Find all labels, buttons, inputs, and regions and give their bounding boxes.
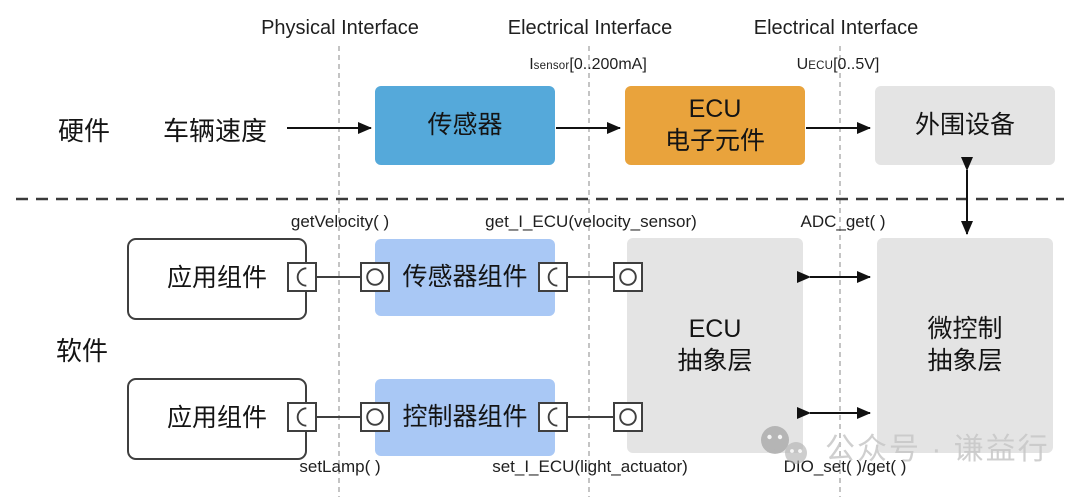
peripheral-device-box: 外围设备 [875,86,1055,165]
required-interface-port-icon [287,262,317,292]
signal-range: [0..200mA] [569,56,647,73]
api-adc-get: ADC_get( ) [800,212,886,231]
signal-subscript: sensor [533,60,570,72]
provided-interface-port-icon [360,262,390,292]
api-set-i-ecu: set_I_ECU(light_actuator) [492,457,688,476]
required-interface-port-icon [287,402,317,432]
ecu-box-label-line2: 电子元件 [664,126,765,155]
controller-component-label: 控制器组件 [402,402,528,431]
watermark: 公众号 · 谦益行 [755,424,1050,468]
sensor-component-box: 传感器组件 [375,239,555,316]
socket-icon [296,407,307,427]
controller-component-box: 控制器组件 [375,379,555,456]
sensor-box-label: 传感器 [427,110,503,139]
vehicle-speed-label: 车辆速度 [162,116,268,146]
signal-subscript: ECU [808,60,834,72]
api-get-i-ecu: get_I_ECU(velocity_sensor) [485,212,697,231]
socket-icon [296,267,307,287]
ecu-abstraction-layer-box: ECU 抽象层 [627,238,803,453]
header-electrical-interface-1: Electrical Interface [507,17,673,39]
provided-interface-port-icon [613,262,643,292]
required-interface-port-icon [538,402,568,432]
sensor-box: 传感器 [375,86,555,165]
peripheral-box-label: 外围设备 [914,110,1015,139]
app-component-box-bottom: 应用组件 [127,378,307,460]
signal-range: [0..5V] [833,56,880,73]
ball-icon [619,268,637,286]
hardware-layer-label: 硬件 [57,116,111,146]
socket-icon [547,267,558,287]
ecu-voltage-signal-label: UECU[0..5V] [797,56,880,74]
ball-icon [366,268,384,286]
signal-symbol: I [529,56,534,73]
app-component-top-label: 应用组件 [166,264,267,293]
signal-symbol: U [796,56,809,73]
mcu-abstraction-label-line1: 微控制 [927,315,1003,344]
required-interface-port-icon [538,262,568,292]
ecu-abstraction-label-line1: ECU [688,315,742,344]
mcu-abstraction-layer-box: 微控制 抽象层 [877,238,1053,453]
sensor-current-signal-label: Isensor[0..200mA] [529,56,647,74]
watermark-text: 公众号 · 谦益行 [825,433,1050,466]
provided-interface-port-icon [613,402,643,432]
ball-icon [619,408,637,426]
api-get-velocity: getVelocity( ) [290,212,390,231]
provided-interface-port-icon [360,402,390,432]
mcu-abstraction-label-line2: 抽象层 [927,346,1003,375]
app-component-box-top: 应用组件 [127,238,307,320]
header-physical-interface: Physical Interface [261,17,419,39]
ball-icon [366,408,384,426]
header-electrical-interface-2: Electrical Interface [753,17,919,39]
sensor-component-label: 传感器组件 [402,262,528,291]
api-set-lamp: setLamp( ) [299,457,381,476]
wechat-icon [761,426,807,464]
software-layer-label: 软件 [55,336,109,366]
ecu-electronics-box: ECU 电子元件 [625,86,805,165]
ecu-box-label-line1: ECU [688,95,742,124]
socket-icon [547,407,558,427]
app-component-bottom-label: 应用组件 [166,404,267,433]
api-dio-set-get: DIO_set( )/get( ) [783,457,907,476]
ecu-abstraction-label-line2: 抽象层 [677,346,753,375]
